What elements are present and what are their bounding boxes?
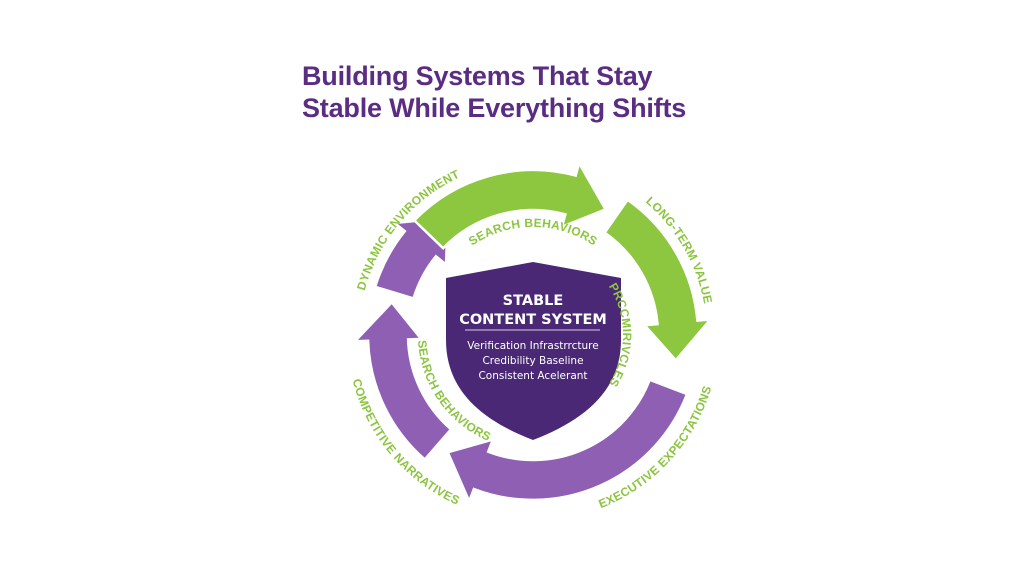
title-line-1: Building Systems That Stay <box>302 61 653 91</box>
shield-heading-line-1: STABLE <box>503 293 564 309</box>
title-line-2: Stable While Everything Shifts <box>302 93 687 123</box>
shield-item: Credibility Baseline <box>482 355 583 367</box>
shield-shape <box>446 262 621 440</box>
arrow-purple-bottom <box>446 378 689 505</box>
shield-heading-line-2: CONTENT SYSTEM <box>459 312 607 328</box>
arrow-green-top <box>412 159 608 250</box>
page-title: Building Systems That Stay Stable While … <box>302 60 686 124</box>
shield-item: Consistent Acelerant <box>478 370 587 382</box>
shield: STABLE CONTENT SYSTEM Verification Infra… <box>446 262 621 440</box>
shield-item: Verification Infrastrrcture <box>467 340 598 352</box>
arrow-green-right <box>602 198 714 363</box>
arrow-purple-left <box>352 300 453 462</box>
cycle-arrows <box>352 159 714 505</box>
